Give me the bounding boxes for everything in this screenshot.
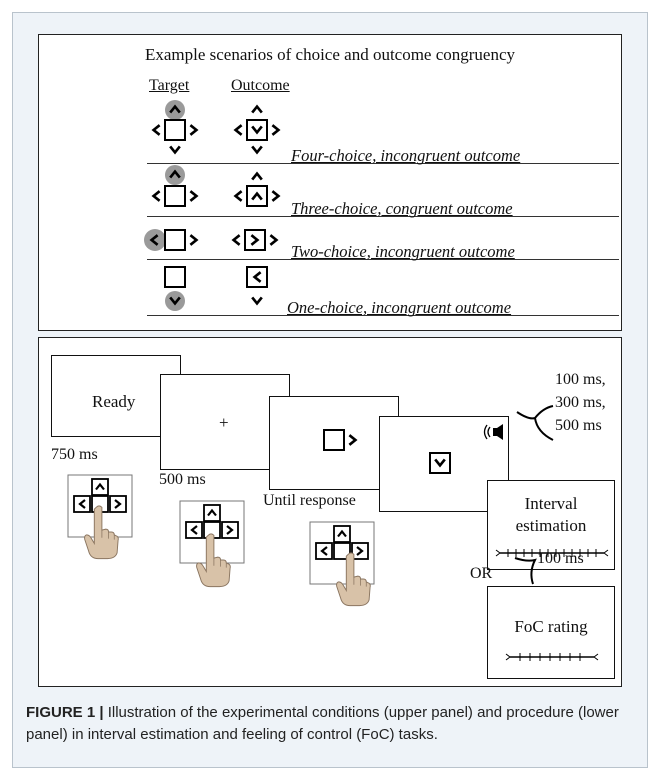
- delay-branch-connector-icon: [515, 398, 555, 450]
- target-stimulus-icon: [322, 427, 362, 453]
- outcome-stimulus-icon: [428, 451, 452, 475]
- outcome-column-header: Outcome: [231, 77, 290, 95]
- row-label: Three-choice, congruent outcome: [291, 199, 513, 219]
- foc-rating-screen: FoC rating: [487, 586, 615, 679]
- outcome-three-choice-icon: [229, 163, 285, 213]
- target-duration-label: Until response: [263, 492, 356, 510]
- response-pad-hand-icon: [67, 474, 135, 594]
- fixation-duration-label: 500 ms: [159, 471, 206, 489]
- upper-panel: Example scenarios of choice and outcome …: [38, 34, 622, 331]
- row-label: One-choice, incongruent outcome: [287, 298, 511, 318]
- target-three-choice-icon: [147, 163, 203, 213]
- row-label: Two-choice, incongruent outcome: [291, 242, 515, 262]
- lower-panel: Ready + Interval estimation: [38, 337, 622, 687]
- caption-text: Illustration of the experimental conditi…: [26, 704, 619, 743]
- ready-text: Ready: [92, 392, 135, 412]
- outcome-two-choice-icon: [227, 223, 291, 257]
- ready-duration-label: 750 ms: [51, 446, 98, 464]
- target-column-header: Target: [149, 77, 189, 95]
- outcome-one-choice-icon: [229, 265, 285, 317]
- fixation-cross: +: [219, 413, 229, 433]
- target-one-choice-icon: [147, 265, 203, 317]
- response-pad-hand-icon: [309, 521, 377, 641]
- foc-rating-text: FoC rating: [488, 617, 614, 637]
- speaker-icon: [484, 423, 506, 441]
- interval-estimation-text: Interval estimation: [488, 493, 614, 537]
- foc-scale-icon: [506, 651, 598, 663]
- figure-caption: FIGURE 1 | Illustration of the experimen…: [26, 702, 638, 746]
- foc-delay-label: 100 ms: [537, 550, 584, 568]
- or-label: OR: [470, 565, 492, 583]
- caption-label: FIGURE 1 |: [26, 704, 104, 721]
- response-pad-hand-icon: [179, 500, 247, 620]
- upper-panel-title: Example scenarios of choice and outcome …: [39, 45, 621, 65]
- outcome-delay-label-1: 100 ms,: [555, 371, 606, 389]
- outcome-delay-label-3: 500 ms: [555, 417, 602, 435]
- outcome-delay-label-2: 300 ms,: [555, 394, 606, 412]
- target-two-choice-icon: [139, 223, 203, 257]
- outcome-four-choice-icon: [229, 99, 285, 161]
- target-four-choice-icon: [147, 99, 203, 161]
- row-label: Four-choice, incongruent outcome: [291, 146, 520, 166]
